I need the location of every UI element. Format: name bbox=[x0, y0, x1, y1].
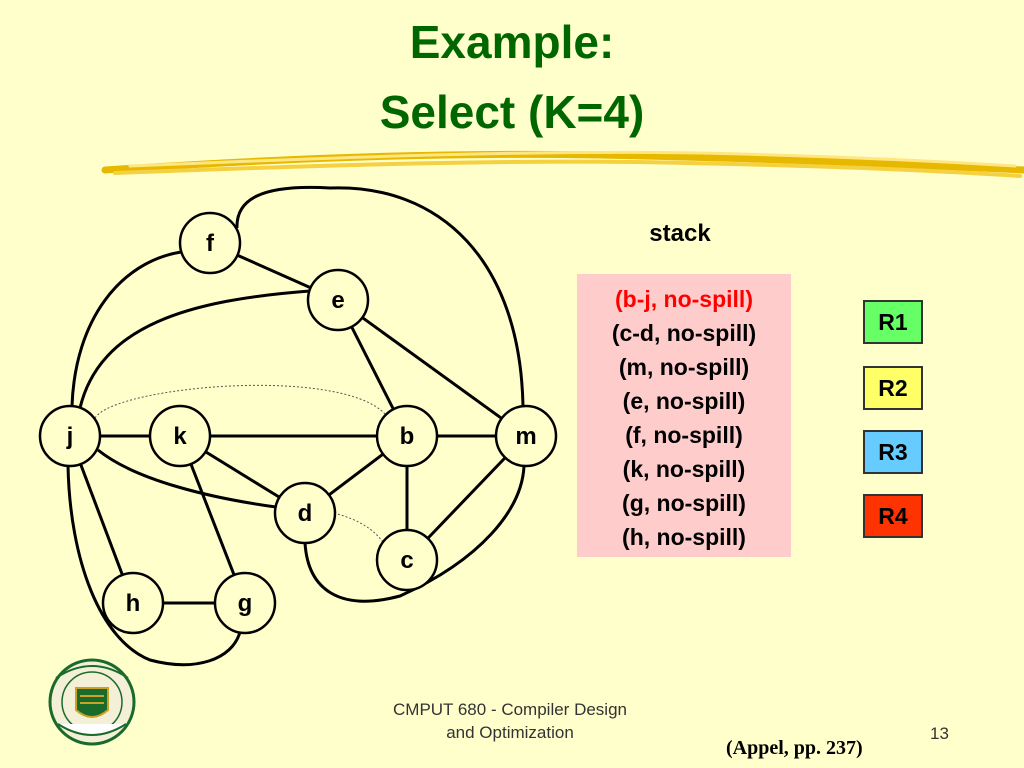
move-edge-d-c bbox=[333, 512, 386, 546]
graph-node-label: j bbox=[66, 423, 74, 450]
nodes-layer: f e j k b m d c h g bbox=[38, 211, 558, 635]
graph-node-circle bbox=[38, 404, 102, 468]
graph-node-label: e bbox=[331, 287, 344, 314]
graph-node-circle bbox=[101, 571, 165, 635]
university-crest-logo bbox=[48, 658, 136, 746]
interference-edge-k-d bbox=[204, 450, 281, 499]
interference-edge-k-g bbox=[189, 463, 236, 576]
register-r3: R3 bbox=[863, 430, 923, 474]
stack-label: stack bbox=[649, 220, 711, 247]
slide-title-line1: Example: bbox=[409, 16, 615, 68]
graph-node-circle bbox=[375, 404, 439, 468]
interference-edge-j-d bbox=[97, 448, 277, 509]
interference-edge-j-g bbox=[66, 465, 242, 667]
graph-node-b: b bbox=[375, 404, 439, 468]
graph-node-e: e bbox=[306, 268, 370, 332]
title-underline-stroke bbox=[101, 150, 1024, 178]
stack-entry: (c-d, no-spill) bbox=[611, 320, 757, 346]
register-r1: R1 bbox=[863, 300, 923, 344]
interference-edge-f-j bbox=[70, 250, 182, 407]
graph-node-h: h bbox=[101, 571, 165, 635]
graph-node-m: m bbox=[494, 404, 558, 468]
interference-edge-m-c bbox=[426, 456, 507, 540]
stack-entry: (m, no-spill) bbox=[618, 354, 750, 380]
register-r2: R2 bbox=[863, 366, 923, 410]
interference-edge-m-d bbox=[303, 465, 526, 603]
graph-node-circle bbox=[494, 404, 558, 468]
stack-panel: (b-j, no-spill) (c-d, no-spill) (m, no-spi… bbox=[577, 274, 791, 557]
interference-edge-e-m bbox=[361, 316, 503, 420]
graph-node-circle bbox=[148, 404, 212, 468]
course-line2: and Optimization bbox=[446, 723, 574, 742]
move-edge-j-b bbox=[94, 384, 386, 419]
stack-entry: (f, no-spill) bbox=[625, 422, 743, 448]
graph-node-circle bbox=[273, 481, 337, 545]
stack-entry: (h, no-spill) bbox=[622, 524, 746, 550]
edges-layer bbox=[66, 185, 526, 667]
graph-node-j: j bbox=[38, 404, 102, 468]
interference-edge-e-j bbox=[78, 289, 311, 409]
graph-node-circle bbox=[213, 571, 277, 635]
graph-node-label: m bbox=[515, 423, 536, 450]
graph-node-label: d bbox=[298, 500, 313, 527]
graph-node-label: k bbox=[173, 423, 187, 450]
graph-node-c: c bbox=[375, 528, 439, 592]
graph-node-label: f bbox=[206, 230, 215, 257]
interference-edge-f-e bbox=[236, 253, 312, 290]
interference-edge-j-h bbox=[79, 463, 124, 576]
page-number: 13 bbox=[930, 724, 949, 743]
graph-node-label: g bbox=[238, 590, 253, 617]
course-footer: CMPUT 680 - Compiler Design and Optimiza… bbox=[360, 698, 660, 744]
stack-entry: (g, no-spill) bbox=[622, 490, 746, 516]
citation: (Appel, pp. 237) bbox=[726, 737, 863, 759]
interference-edge-e-b bbox=[350, 326, 395, 410]
graph-node-circle bbox=[375, 528, 439, 592]
graph-node-label: h bbox=[126, 590, 141, 617]
graph-node-k: k bbox=[148, 404, 212, 468]
interference-edge-b-d bbox=[328, 452, 384, 497]
graph-node-g: g bbox=[213, 571, 277, 635]
graph-node-f: f bbox=[178, 211, 242, 275]
graph-node-circle bbox=[306, 268, 370, 332]
stack-entry: (k, no-spill) bbox=[622, 456, 746, 482]
course-line1: CMPUT 680 - Compiler Design bbox=[393, 700, 627, 719]
slide-title-line2: Select (K=4) bbox=[379, 86, 645, 138]
interference-edge-f-m bbox=[235, 185, 525, 407]
graph-node-circle bbox=[178, 211, 242, 275]
register-r4: R4 bbox=[863, 494, 923, 538]
graph-node-label: b bbox=[400, 423, 415, 450]
graph-node-d: d bbox=[273, 481, 337, 545]
stack-entry: (b-j, no-spill) bbox=[615, 286, 753, 312]
stack-entry: (e, no-spill) bbox=[622, 388, 746, 414]
graph-node-label: c bbox=[400, 547, 413, 574]
